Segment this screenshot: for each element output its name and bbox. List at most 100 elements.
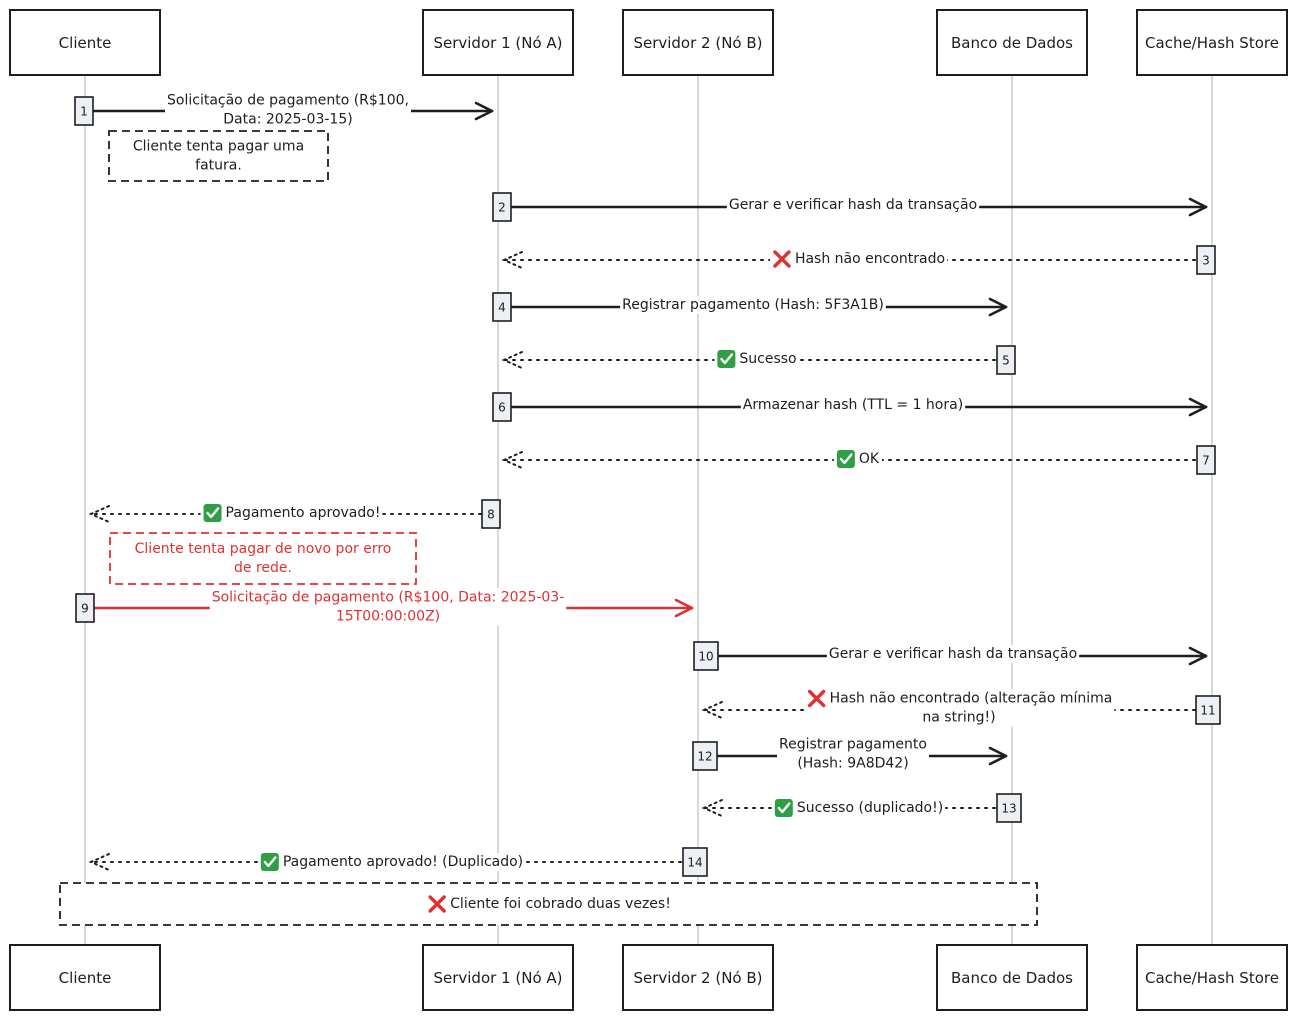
actor-label: Servidor 2 (Nó B) bbox=[633, 34, 762, 52]
label: Solicitação de pagamento (R$100, Data: 20… bbox=[165, 91, 411, 129]
actor-s1-top: Servidor 1 (Nó A) bbox=[422, 9, 574, 76]
label: Solicitação de pagamento (R$100, Data: 2… bbox=[209, 588, 567, 626]
label: Hash não encontrado (alteração mínimana … bbox=[804, 689, 1115, 727]
sequence-number: 10 bbox=[693, 641, 719, 671]
label: Sucesso bbox=[714, 350, 799, 368]
label: Armazenar hash (TTL = 1 hora) bbox=[740, 396, 966, 414]
message-7: OK 7 bbox=[501, 445, 1216, 475]
sequence-number-text: 11 bbox=[1200, 704, 1215, 718]
actor-box bbox=[936, 944, 1088, 1011]
actor-db-bottom: Banco de Dados bbox=[936, 944, 1088, 1011]
message-8: Pagamento aprovado! 8 bbox=[88, 499, 501, 529]
actor-s2-bottom: Servidor 2 (Nó B) bbox=[622, 944, 774, 1011]
messages: Solicitação de pagamento (R$100, Data: 20… bbox=[74, 91, 1221, 877]
sequence-number-text: 5 bbox=[1002, 354, 1010, 368]
message-1: Solicitação de pagamento (R$100, Data: 20… bbox=[74, 91, 494, 129]
sequence-number: 1 bbox=[74, 96, 94, 126]
check-icon bbox=[717, 350, 736, 368]
actor-box bbox=[422, 944, 574, 1011]
actor-cliente-bottom: Cliente bbox=[9, 944, 161, 1011]
label-line: Gerar e verificar hash da transação bbox=[729, 197, 977, 213]
sequence-number-text: 7 bbox=[1202, 454, 1210, 468]
message-13: Sucesso (duplicado!) 13 bbox=[701, 793, 1022, 823]
label-line: Solicitação de pagamento (R$100, bbox=[167, 93, 409, 109]
note-3: Cliente foi cobrado duas vezes! bbox=[59, 882, 1038, 926]
actor-cliente-top: Cliente bbox=[9, 9, 161, 76]
actor-s2-top: Servidor 2 (Nó B) bbox=[622, 9, 774, 76]
sequence-number-text: 12 bbox=[697, 750, 712, 764]
cross-icon bbox=[773, 250, 791, 268]
note-2: Cliente tenta pagar de novo por erro de r… bbox=[109, 532, 417, 585]
label: Gerar e verificar hash da transação bbox=[726, 196, 980, 214]
arrow-head-icon bbox=[701, 799, 723, 817]
sequence-number: 3 bbox=[1196, 245, 1216, 275]
sequence-number: 4 bbox=[492, 292, 512, 322]
actor-label: Cache/Hash Store bbox=[1145, 969, 1279, 987]
sequence-number-text: 13 bbox=[1001, 802, 1016, 816]
actor-box bbox=[1136, 944, 1288, 1011]
sequence-number-text: 6 bbox=[498, 401, 506, 415]
note-text: fatura. bbox=[195, 158, 242, 174]
label-line: Gerar e verificar hash da transação bbox=[829, 646, 1077, 662]
sequence-number-text: 4 bbox=[498, 301, 506, 315]
message-4: Registrar pagamento (Hash: 5F3A1B)4 bbox=[492, 292, 1008, 322]
sequence-number: 14 bbox=[682, 847, 708, 877]
arrow-head-icon bbox=[1188, 646, 1208, 666]
label-line: Armazenar hash (TTL = 1 hora) bbox=[743, 397, 963, 413]
arrow-head-icon bbox=[88, 505, 110, 523]
arrow-head-icon bbox=[501, 251, 523, 269]
sequence-number-text: 1 bbox=[80, 105, 88, 119]
sequence-number: 9 bbox=[75, 593, 95, 623]
sequence-number: 6 bbox=[492, 392, 512, 422]
message-14: Pagamento aprovado! (Duplicado) 14 bbox=[88, 847, 708, 877]
arrow-head-icon bbox=[501, 451, 523, 469]
actor-box bbox=[622, 944, 774, 1011]
sequence-number: 7 bbox=[1196, 445, 1216, 475]
actor-s1-bottom: Servidor 1 (Nó A) bbox=[422, 944, 574, 1011]
arrow-head-icon bbox=[88, 853, 110, 871]
actor-label: Banco de Dados bbox=[951, 969, 1073, 987]
check-icon bbox=[260, 853, 279, 871]
arrow-head-icon bbox=[474, 101, 494, 121]
label-line: Solicitação de pagamento (R$100, Data: 2… bbox=[212, 590, 565, 606]
actor-label: Cliente bbox=[59, 969, 112, 987]
label-line: Registrar pagamento bbox=[779, 737, 927, 753]
label-line: Hash não encontrado bbox=[795, 251, 945, 267]
label: Gerar e verificar hash da transação bbox=[826, 645, 1080, 663]
actors-bottom: Cliente Servidor 1 (Nó A) Servidor 2 (Nó B… bbox=[9, 944, 1288, 1011]
note-box bbox=[59, 882, 1038, 926]
actor-box bbox=[9, 944, 161, 1011]
note-text: Cliente foi cobrado duas vezes! bbox=[450, 896, 671, 912]
label-line: (Hash: 9A8D42) bbox=[797, 756, 908, 772]
arrow-head-icon bbox=[1188, 197, 1208, 217]
message-5: Sucesso 5 bbox=[501, 345, 1016, 375]
arrow-head-icon bbox=[988, 297, 1008, 317]
arrow-head-icon bbox=[1188, 397, 1208, 417]
note-text: de rede. bbox=[234, 560, 292, 576]
actor-cache-top: Cache/Hash Store bbox=[1136, 9, 1288, 76]
label: Sucesso (duplicado!) bbox=[771, 799, 946, 817]
actor-cache-bottom: Cache/Hash Store bbox=[1136, 944, 1288, 1011]
label: Pagamento aprovado! (Duplicado) bbox=[257, 853, 526, 871]
label-line: Data: 2025-03-15) bbox=[223, 112, 352, 128]
arrow-head-icon bbox=[988, 746, 1008, 766]
label: OK bbox=[833, 450, 882, 468]
sequence-number: 11 bbox=[1195, 695, 1221, 725]
message-6: Armazenar hash (TTL = 1 hora) 6 bbox=[492, 392, 1208, 422]
label: Registrar pagamento (Hash: 9A8D42) bbox=[777, 735, 929, 773]
actor-label: Servidor 1 (Nó A) bbox=[433, 34, 562, 52]
sequence-number: 2 bbox=[492, 192, 512, 222]
message-11: Hash não encontrado (alteração mínimana … bbox=[701, 689, 1221, 727]
label: Pagamento aprovado! bbox=[200, 504, 383, 522]
label-line: na string!) bbox=[922, 710, 995, 726]
arrow-head-icon bbox=[701, 701, 723, 719]
label-line: OK bbox=[859, 451, 880, 467]
sequence-number: 8 bbox=[481, 499, 501, 529]
sequence-number-text: 2 bbox=[498, 201, 506, 215]
actor-box bbox=[936, 9, 1088, 76]
note-text: Cliente tenta pagar de novo por erro bbox=[135, 541, 392, 557]
label-line: 15T00:00:00Z) bbox=[336, 609, 440, 625]
check-icon bbox=[774, 799, 793, 817]
note-text: Cliente tenta pagar uma bbox=[133, 139, 304, 155]
